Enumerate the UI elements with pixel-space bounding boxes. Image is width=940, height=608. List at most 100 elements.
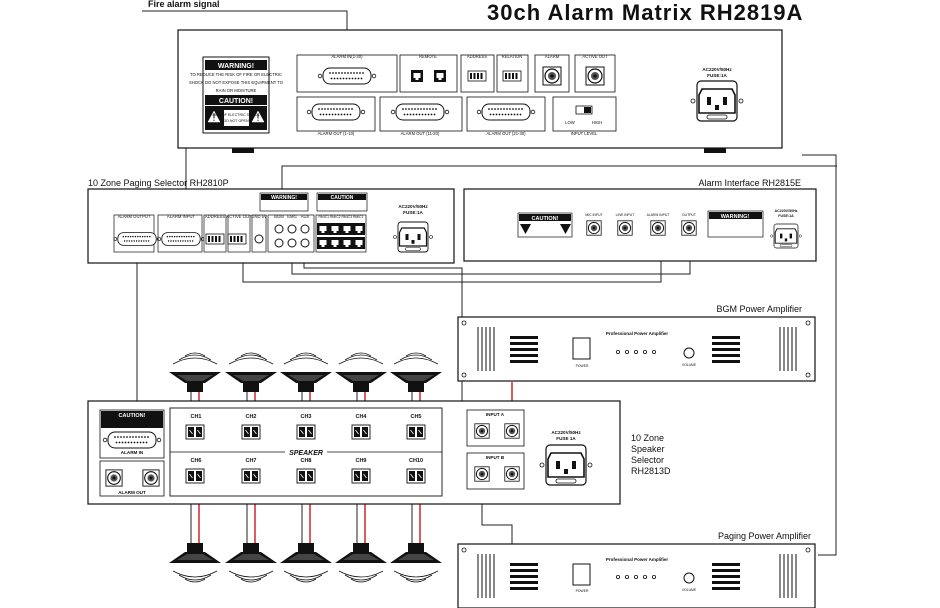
ss-input-a-jack-1[interactable]: [474, 423, 490, 439]
ss-ch5-terminal[interactable]: [406, 424, 426, 440]
ss-power-label-1: AC220V/50Hz: [551, 430, 581, 435]
speaker-icon: [279, 352, 333, 393]
ps-alarm-output-connector[interactable]: [113, 232, 161, 246]
matrix-address-dip[interactable]: [467, 70, 487, 82]
ai-line-input-jack[interactable]: [617, 220, 633, 236]
paging-amp-leds: [616, 575, 657, 580]
matrix-alarm-out-1-connector[interactable]: [306, 103, 366, 121]
bgm-amp-panel: Professional Power Amplifier POWER VOLUM…: [457, 316, 816, 382]
ps-rmic-port-5[interactable]: [317, 237, 329, 249]
ps-rmic-port-6[interactable]: [329, 237, 341, 249]
ss-ch10-label: CH10: [409, 458, 423, 464]
ss-alarm-in-label: ALARM IN: [121, 450, 144, 455]
ps-gnd-5v-terminal[interactable]: [254, 234, 264, 244]
ps-bgm-jack-bottom[interactable]: [274, 238, 284, 248]
speaker-icon: [334, 542, 388, 583]
bgm-amp-power-switch[interactable]: [572, 337, 591, 360]
ai-power-label-1: AC220V/50Hz: [775, 209, 798, 213]
speakers-top: [168, 352, 443, 393]
matrix-alarm-in-connector[interactable]: [317, 67, 377, 85]
ss-ch8-label: CH8: [300, 458, 311, 464]
matrix-active-out-label: ACTIVE OUT: [582, 54, 608, 59]
ai-alarm-input-jack[interactable]: [650, 220, 666, 236]
matrix-power-label-2: FUSE:1A: [707, 73, 727, 78]
ps-alarm-input-connector[interactable]: [157, 232, 205, 246]
ss-ch10-terminal[interactable]: [406, 468, 426, 484]
ss-input-b-jack-1[interactable]: [474, 466, 490, 482]
ai-power-inlet[interactable]: [769, 223, 803, 249]
ps-rmic-port-8[interactable]: [353, 237, 365, 249]
speaker-icon: [224, 542, 278, 583]
ss-ch7-label: CH7: [245, 458, 256, 464]
ss-ch3-terminal[interactable]: [296, 424, 316, 440]
ss-ch7-terminal[interactable]: [241, 468, 261, 484]
matrix-active-out-jack[interactable]: [585, 66, 605, 86]
paging-amp-title: Paging Power Amplifier: [718, 531, 811, 541]
ai-mic-input-label: MIC INPUT: [585, 213, 602, 217]
ai-output-label: OUTPUT: [682, 213, 696, 217]
speaker-icon: [389, 542, 443, 583]
ai-line-input-label: LINE INPUT: [616, 213, 635, 217]
ss-ch1-label: CH1: [190, 414, 201, 420]
ss-ch8-terminal[interactable]: [296, 468, 316, 484]
speaker-icon: [334, 352, 388, 393]
bgm-amp-brand: Professional Power Amplifier: [606, 331, 669, 336]
ps-emg-jack-bottom[interactable]: [287, 238, 297, 248]
matrix-remote-port-2[interactable]: [434, 70, 446, 82]
ss-ch9-terminal[interactable]: [351, 468, 371, 484]
matrix-alarm-out-3-connector[interactable]: [476, 103, 536, 121]
matrix-power-label-1: AC220V/50Hz: [702, 67, 732, 72]
page-title: 30ch Alarm Matrix RH2819A: [487, 0, 803, 25]
ps-warning-title: WARNING!: [271, 195, 297, 201]
bgm-amp-volume-knob[interactable]: [683, 347, 695, 359]
bgm-amp-title: BGM Power Amplifier: [716, 304, 802, 314]
ps-rmic-port-7[interactable]: [341, 237, 353, 249]
matrix-caution-text-2: DO NOT OPEN: [223, 119, 248, 123]
ps-aux-jack-bottom[interactable]: [300, 238, 310, 248]
ps-address-dip[interactable]: [205, 233, 225, 245]
ps-rmic-port-4[interactable]: [353, 223, 365, 235]
ss-ch6-terminal[interactable]: [185, 468, 205, 484]
ss-title-line-1: 10 Zone: [631, 433, 664, 443]
matrix-remote-port-1[interactable]: [411, 70, 423, 82]
matrix-warning-text-2: SHOCK DO NOT EXPOSE THIS EQUIPMENT TO: [189, 80, 284, 85]
ss-ch6-label: CH6: [190, 458, 201, 464]
ss-alarm-out-jack-1[interactable]: [105, 469, 123, 487]
ss-power-inlet[interactable]: [539, 444, 593, 486]
ps-rmic-port-3[interactable]: [341, 223, 353, 235]
ps-gnd-5v-label: GND 5V: [251, 214, 267, 219]
paging-amp-volume-label: VOLUME: [682, 588, 697, 592]
ss-input-a-jack-2[interactable]: [504, 423, 520, 439]
ai-mic-input-jack[interactable]: [586, 220, 602, 236]
ps-emg-jack-top[interactable]: [287, 224, 297, 234]
ps-rmic-port-2[interactable]: [329, 223, 341, 235]
ps-power-inlet[interactable]: [392, 221, 434, 253]
input-level-low-label: LOW: [565, 120, 575, 125]
matrix-power-inlet[interactable]: [690, 80, 744, 122]
matrix-relation-label: RELATION: [502, 54, 523, 59]
speaker-icon: [168, 352, 222, 393]
matrix-relation-dip[interactable]: [502, 70, 522, 82]
ps-address-label: ADDRESS: [205, 214, 225, 219]
ps-power-label-1: AC220V/50Hz: [398, 204, 428, 209]
matrix-alarm-out-2-connector[interactable]: [390, 103, 450, 121]
matrix-alarm-jack[interactable]: [542, 66, 562, 86]
ps-rmic-port-1[interactable]: [317, 223, 329, 235]
ps-bgm-jack-top[interactable]: [274, 224, 284, 234]
paging-amp-power-switch[interactable]: [572, 563, 591, 586]
matrix-alarm-out-2-label: ALARM OUT (11-20): [401, 131, 440, 136]
paging-amp-volume-knob[interactable]: [683, 572, 695, 584]
ai-warning-title: WARNING!: [721, 214, 750, 220]
ai-output-jack[interactable]: [681, 220, 697, 236]
ss-ch1-terminal[interactable]: [185, 424, 205, 440]
ss-alarm-in-connector[interactable]: [102, 431, 162, 449]
ps-power-label-2: FUSE:1A: [403, 210, 423, 215]
ps-aux-jack-top[interactable]: [300, 224, 310, 234]
ss-ch4-terminal[interactable]: [351, 424, 371, 440]
ps-active-out-terminal[interactable]: [227, 233, 247, 245]
ss-ch2-terminal[interactable]: [241, 424, 261, 440]
ss-alarm-out-jack-2[interactable]: [142, 469, 160, 487]
ps-caution-title: CAUTION: [331, 195, 354, 201]
paging-amp-power-label: POWER: [576, 589, 589, 593]
ss-input-b-jack-2[interactable]: [504, 466, 520, 482]
